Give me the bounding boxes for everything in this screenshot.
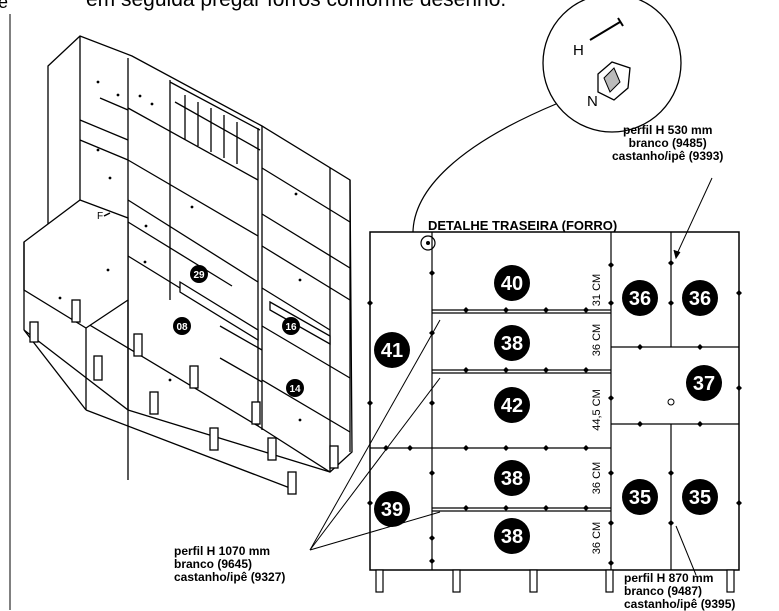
callout-color-white: branco (9487) xyxy=(624,584,703,598)
part-label: 08 xyxy=(176,322,188,333)
nail-icon xyxy=(589,21,621,41)
instruction-text: em seguida pregar forros conforme desenh… xyxy=(86,0,506,12)
part-label: 29 xyxy=(193,270,205,281)
assembly-part-markers: 29 08 16 14 xyxy=(173,265,304,397)
dimension-label: 36 CM xyxy=(591,324,603,356)
panel-label: 36 xyxy=(629,288,651,310)
panel-label: 40 xyxy=(501,273,523,295)
panel-label: 41 xyxy=(381,340,403,362)
hardware-magnifier: H N xyxy=(412,0,682,273)
callout-color-brown: castanho/ipê (9393) xyxy=(612,149,724,163)
callout-color-white: branco (9485) xyxy=(628,136,707,150)
callout-leader-lines xyxy=(309,177,713,576)
panel-label: 38 xyxy=(501,468,523,490)
panel-label: 42 xyxy=(501,395,523,417)
dimension-label: 31 CM xyxy=(591,274,603,306)
panel-label: 35 xyxy=(689,487,711,509)
panel-label: 35 xyxy=(629,487,651,509)
callout-profile: perfil H 870 mm xyxy=(624,571,714,585)
margin-letter: e xyxy=(0,0,9,12)
detail-title: DETALHE TRASEIRA (FORRO) xyxy=(428,218,618,233)
hardware-label-f: F xyxy=(97,211,103,222)
panel-label: 38 xyxy=(501,333,523,355)
nail-markers xyxy=(367,260,742,566)
part-label: 16 xyxy=(285,322,297,333)
panel-label: 38 xyxy=(501,526,523,548)
dimension-label: 36 CM xyxy=(591,462,603,494)
callout-right: perfil H 870 mm branco (9487) castanho/i… xyxy=(624,572,735,611)
panel-number-badges: 41 40 38 42 38 38 39 36 36 37 35 35 xyxy=(374,265,722,554)
panel-label: 39 xyxy=(381,499,403,521)
back-panel-outline xyxy=(47,35,353,473)
isometric-furniture-drawing xyxy=(23,35,353,489)
part-label: 14 xyxy=(289,384,301,395)
callout-left: perfil H 1070 mm branco (9645) castanho/… xyxy=(174,545,285,584)
back-panel-detail xyxy=(369,231,740,593)
callout-profile: perfil H 530 mm xyxy=(623,123,713,137)
dimension-label: 36 CM xyxy=(591,522,603,554)
dimension-labels: 31 CM 36 CM 44,5 CM 36 CM 36 CM xyxy=(591,274,603,554)
callout-top: perfil H 530 mm branco (9485) castanho/i… xyxy=(612,124,723,163)
dimension-label: 44,5 CM xyxy=(591,389,603,431)
callout-color-brown: castanho/ipê (9327) xyxy=(174,570,286,584)
callout-profile: perfil H 1070 mm xyxy=(174,544,271,558)
callout-color-brown: castanho/ipê (9395) xyxy=(624,597,736,611)
profile-label: N xyxy=(587,93,598,110)
leg-feet xyxy=(29,299,339,495)
callout-color-white: branco (9645) xyxy=(174,557,253,571)
panel-label: 36 xyxy=(689,288,711,310)
screw-dots xyxy=(58,80,302,422)
panel-label: 37 xyxy=(693,373,715,395)
nail-label: H xyxy=(573,42,584,59)
